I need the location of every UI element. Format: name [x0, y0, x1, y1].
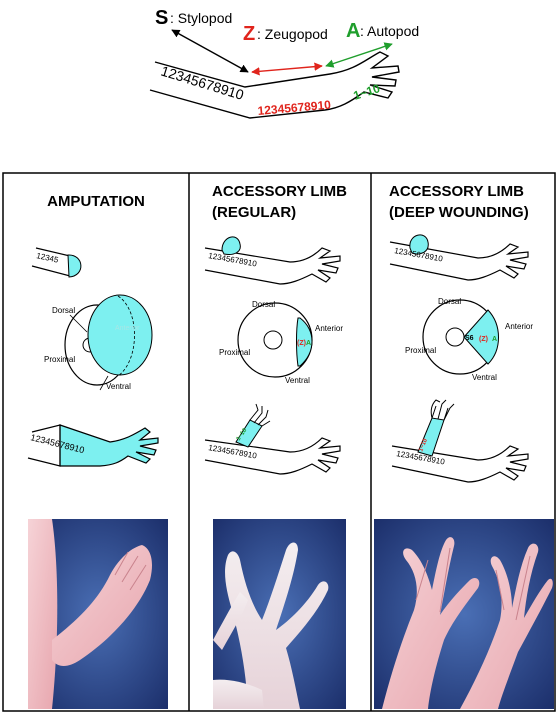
accessory-limb-regular-photo [213, 519, 346, 709]
panel-frame [2, 172, 556, 712]
zeugopod-letter: Z [243, 23, 255, 45]
panel-title-line1: ACCESSORY LIMB [212, 183, 347, 200]
deep-limb-with-bud: 12345678910 [389, 234, 529, 281]
autopod-letter: A [346, 20, 360, 42]
label-proximal: Proximal [44, 355, 75, 364]
deep-cross-section: S6 (Z) A Dorsal Proximal Ventral Anterio… [405, 297, 533, 382]
autopod-arrow [325, 42, 393, 68]
segment-s: S6 [465, 335, 474, 342]
amputation-stump: 12345 [31, 247, 82, 278]
label-dorsal: Dorsal [52, 306, 75, 315]
panel-title-line1: ACCESSORY LIMB [389, 183, 524, 200]
blastema-section [87, 294, 153, 376]
zeugopod-numbers: 12345678910 [257, 98, 332, 118]
legend-limb-outline [149, 51, 400, 119]
label-proximal: Proximal [405, 346, 436, 355]
label-ventral: Ventral [472, 373, 497, 382]
label-ventral: Ventral [285, 376, 310, 385]
label-anterior: Anterior [505, 322, 533, 331]
panel-accessory-regular: ACCESSORY LIMB (REGULAR) 12345678910 (Z)… [204, 183, 347, 709]
label-proximal: Proximal [219, 348, 250, 357]
panel-accessory-deep-wounding: ACCESSORY LIMB (DEEP WOUNDING) 123456789… [374, 183, 554, 709]
graft-sector [296, 317, 313, 367]
deep-accessory-limb: 1~10 12345678910 [391, 399, 529, 483]
accessory-numbers: 1~10 [418, 437, 429, 452]
panel-title-line2: (DEEP WOUNDING) [389, 204, 529, 221]
autopod-label: : Autopod [360, 23, 419, 39]
graft-sector [463, 309, 499, 365]
segment-z: (Z) [297, 340, 306, 347]
lower-limb-numbers: 12345678910 [208, 443, 258, 460]
label-ventral: Ventral [106, 382, 131, 391]
stylopod-arrow [171, 29, 249, 73]
label-anterior: Anterior [115, 325, 140, 332]
amputation-cross-section: Dorsal Proximal Ventral Anterior [44, 294, 153, 391]
segment-z: (Z) [479, 336, 488, 343]
stylopod-label: : Stylopod [170, 10, 232, 26]
zeugopod-label: : Zeugopod [257, 26, 328, 42]
stylopod-letter: S [155, 7, 168, 29]
segment-a: A [492, 336, 497, 343]
amputation-regenerate-photo [28, 519, 168, 709]
label-dorsal: Dorsal [252, 300, 275, 309]
label-anterior: Anterior [315, 324, 343, 333]
accessory-limb-deep-wounding-photo [374, 519, 554, 709]
amputation-regenerated-limb: 12345678910 [27, 424, 159, 467]
blastema-cap [67, 254, 82, 278]
regular-limb-with-bud: 12345678910 [204, 236, 341, 285]
regular-accessory-limb: 1~10 12345678910 [204, 403, 341, 475]
panel-title-line2: (REGULAR) [212, 204, 296, 221]
label-dorsal: Dorsal [438, 297, 461, 306]
panel-title: AMPUTATION [47, 193, 145, 210]
segment-a: A [306, 340, 311, 347]
panel-amputation: AMPUTATION 12345 Dorsal Proximal Ventral… [27, 193, 168, 709]
autopod-numbers: 1~10 [352, 81, 382, 103]
wound-bud [221, 236, 241, 255]
wound-bud [409, 234, 429, 255]
zeugopod-arrow [251, 62, 323, 76]
regular-cross-section: (Z) A Dorsal Proximal Ventral Anterior [219, 300, 343, 385]
limb-segment-legend: S : Stylopod Z : Zeugopod A : Autopod 12… [149, 7, 419, 119]
